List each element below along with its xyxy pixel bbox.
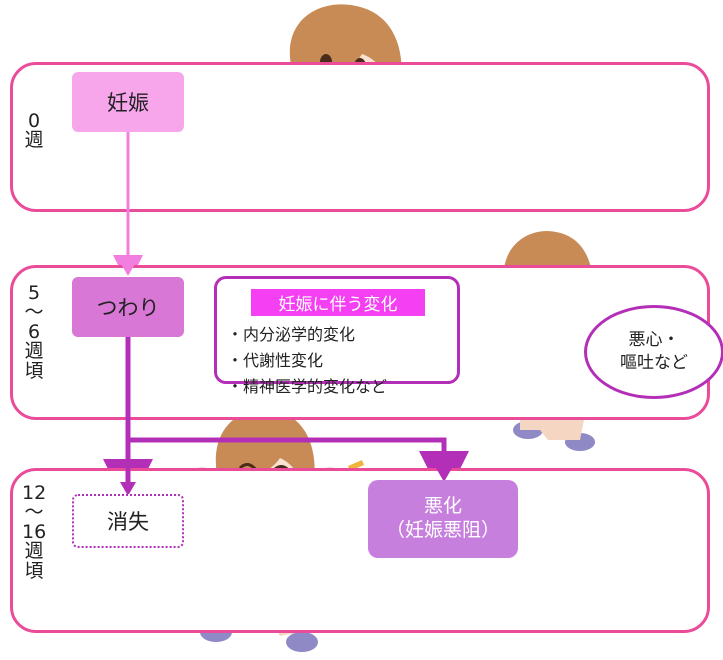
symptom-line-1: 悪心・ — [628, 330, 680, 351]
changes-title: 妊娠に伴う変化 — [251, 289, 425, 316]
week-label-5-6: 5 〜 6 週 頃 — [24, 282, 44, 382]
worse-label: 悪化 — [423, 495, 462, 518]
change-item-metabolic: ・代謝性変化 — [227, 351, 324, 370]
hyperemesis-label: （妊娠悪阻） — [385, 519, 500, 541]
change-item-endocrine: ・内分泌学的変化 — [227, 325, 356, 344]
symptom-line-2: 嘔吐など — [620, 353, 688, 373]
vanish-box: 消失 — [72, 494, 184, 548]
symptom-speech-bubble: 悪心・ 嘔吐など — [584, 305, 723, 399]
week-label-0: 0 週 — [24, 110, 44, 152]
worse-box: 悪化 （妊娠悪阻） — [368, 480, 518, 558]
pregnancy-box: 妊娠 — [72, 72, 184, 132]
pregnancy-changes-box: 妊娠に伴う変化 ・内分泌学的変化 ・代謝性変化 ・精神医学的変化など — [214, 276, 460, 396]
change-item-psychiatric: ・精神医学的変化など — [227, 377, 388, 396]
tsuwari-box: つわり — [72, 277, 184, 337]
week-label-12-16: 12 〜 16 週 頃 — [22, 482, 47, 582]
